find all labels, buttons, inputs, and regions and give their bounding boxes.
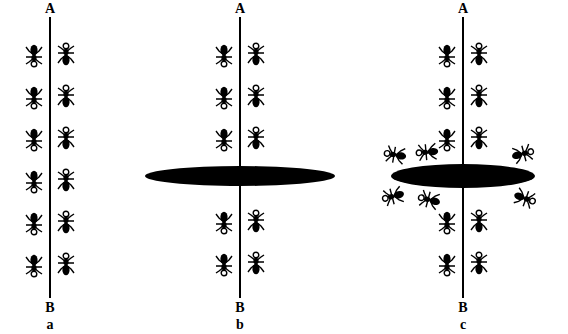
obstacle (391, 164, 535, 188)
ants (216, 43, 264, 276)
panel-letter: b (236, 318, 244, 332)
ants (26, 43, 74, 277)
trail-end-label: A (45, 2, 55, 16)
trail-end-label: A (458, 2, 468, 16)
trail-end-label: B (45, 301, 54, 315)
obstacle (145, 166, 335, 186)
panel-letter: c (460, 318, 466, 332)
trail-line (49, 17, 51, 298)
trail-end-label: B (458, 301, 467, 315)
panel-letter: a (47, 318, 54, 332)
trail-line (462, 17, 464, 298)
trail-end-label: A (235, 2, 245, 16)
ants (381, 43, 538, 276)
trail-line (239, 17, 241, 298)
trail-end-label: B (235, 301, 244, 315)
